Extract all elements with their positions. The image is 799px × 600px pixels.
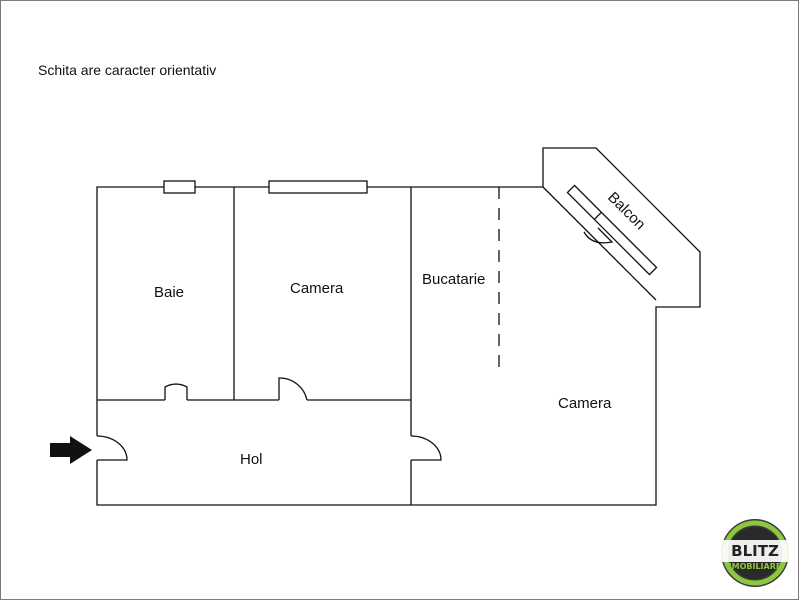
room-label-bucatarie: Bucatarie bbox=[422, 271, 485, 288]
window-balcony bbox=[566, 184, 658, 276]
window-baie bbox=[163, 180, 196, 194]
room-label-camera: Camera bbox=[290, 280, 344, 297]
wall-kitchen-balcony bbox=[542, 186, 657, 301]
door-swing-baie bbox=[164, 383, 188, 400]
door-swing-entrance bbox=[96, 435, 128, 461]
room-label-camera-living: Camera bbox=[558, 395, 612, 412]
room-label-hol: Hol bbox=[240, 451, 263, 468]
blitz-logo: BLITZ IMOBILIARE bbox=[718, 519, 792, 587]
arrow-right-icon bbox=[50, 436, 92, 464]
outer-wall bbox=[96, 147, 701, 506]
room-label-baie: Baie bbox=[154, 284, 184, 301]
window-camera bbox=[268, 180, 368, 194]
logo-brand: BLITZ bbox=[731, 542, 779, 560]
door-swing-living bbox=[410, 435, 442, 461]
logo-sub: IMOBILIARE bbox=[729, 562, 782, 571]
door-swing-camera bbox=[278, 377, 308, 401]
disclaimer-note: Schita are caracter orientativ bbox=[38, 62, 217, 78]
door-swing-balcony bbox=[583, 227, 614, 244]
